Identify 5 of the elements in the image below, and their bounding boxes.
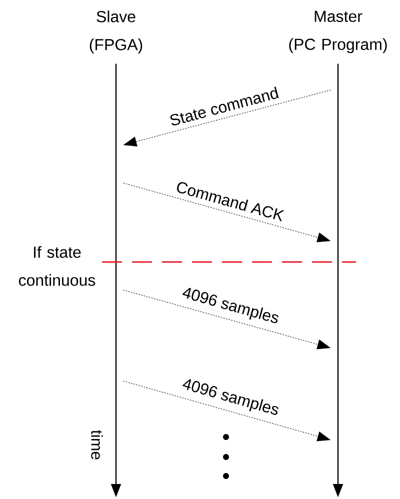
participant-label: Master (PC Program) (289, 10, 387, 54)
edge-label: 4096 samples (182, 379, 278, 415)
edge-label: 4096 samples (182, 288, 278, 324)
condition-note: If state continuous (18, 246, 96, 286)
participant-label: Slave (FPGA) (90, 10, 142, 54)
